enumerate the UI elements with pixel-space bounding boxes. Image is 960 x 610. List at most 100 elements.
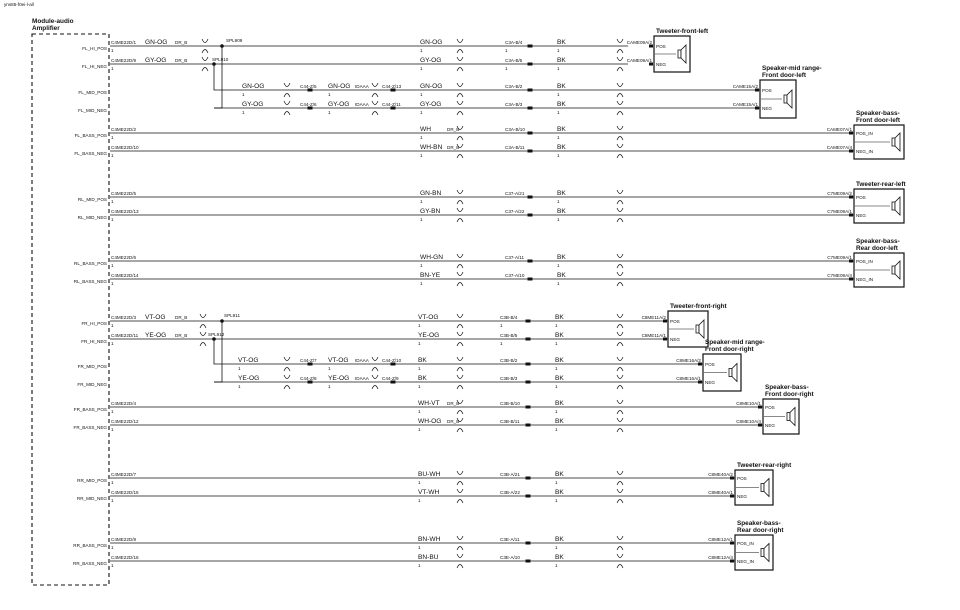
wire-label: C3E-A/11 xyxy=(500,537,520,542)
speaker-pin-label: NEG xyxy=(762,106,772,111)
module-pin-label: FR_MID_POS xyxy=(78,364,107,369)
splice-branch xyxy=(213,64,233,91)
wire-label: VT-OG xyxy=(328,357,349,364)
speaker-pin-label: NEG xyxy=(737,494,747,499)
speaker-connector-id: CAME09A/1 xyxy=(627,58,653,63)
speaker-pin-mark xyxy=(698,380,702,384)
wire-segment-number: 1 xyxy=(420,66,423,71)
inline-connector-symbol xyxy=(616,189,624,205)
wire-segment-number: 1 xyxy=(418,366,421,371)
splice-branch xyxy=(213,339,233,365)
speaker-pin-label: POS xyxy=(670,319,680,324)
speaker-title: Front door-right xyxy=(765,391,814,398)
wire-segment-number: 1 xyxy=(557,110,560,115)
splice-label: SPL911 xyxy=(224,313,240,318)
connector-pin-mark xyxy=(527,259,533,263)
wire-label: YE-OG xyxy=(418,332,439,339)
inline-connector-symbol xyxy=(456,38,464,54)
wire-segment-number: 1 xyxy=(420,199,423,204)
wire-label: DR_B xyxy=(447,127,459,132)
wire-segment-number: 1 xyxy=(418,384,421,389)
speaker: Speaker-bass-Front door-rightPOSC8ME10A/… xyxy=(736,384,814,435)
module-pin-label: RL_BASS_POS xyxy=(74,261,107,266)
speaker-connector-id: C8ME10A/1 xyxy=(736,401,761,406)
speaker-pin-label: POS xyxy=(705,362,715,367)
wire-segment-number: 1 xyxy=(555,480,558,485)
inline-connector-symbol xyxy=(283,374,291,390)
inline-connector-symbol xyxy=(456,331,464,347)
speaker: Tweeter-rear-leftPOSC7ME09A/2NEGC7ME09A/… xyxy=(827,181,906,224)
speaker-pin-mark xyxy=(698,362,702,366)
wire-segment-number: 1 xyxy=(328,366,331,371)
inline-connector-symbol xyxy=(283,100,291,116)
wire-label: BK xyxy=(557,208,566,215)
speaker-title: Speaker-bass- xyxy=(737,520,781,527)
inline-connector-symbol xyxy=(199,331,207,347)
speaker-cone-icon xyxy=(731,362,738,383)
splice-label: SPL909 xyxy=(226,38,243,43)
speaker-pin-label: POS xyxy=(656,44,666,49)
wire-label: BK xyxy=(555,357,564,364)
inline-connector-symbol xyxy=(199,313,207,329)
wire-segment-number: 1 xyxy=(505,48,508,53)
speaker-cone-icon xyxy=(786,89,793,109)
inline-connector-symbol xyxy=(616,56,624,72)
speaker-icon xyxy=(783,94,788,104)
splice-label: SPL912 xyxy=(208,332,225,337)
wire-label: DR_B xyxy=(175,40,187,45)
speaker-title: Speaker-bass- xyxy=(856,110,900,117)
splice: SPL910 xyxy=(212,57,233,91)
inline-connector-symbol xyxy=(616,271,624,287)
wire-label: BK xyxy=(557,254,566,261)
wire-segment-number: 1 xyxy=(418,427,421,432)
wire-label: YE-OG xyxy=(328,375,349,382)
wire-pin-number: 1 xyxy=(111,263,114,268)
speaker-connector-id: C7ME09A/2 xyxy=(827,191,852,196)
speaker-connector-id: C8ME11A/2 xyxy=(642,315,667,320)
module-title-line2: Amplifier xyxy=(32,25,60,32)
wire-pin-id: C4ME22D/9 xyxy=(111,58,136,63)
wire-label: BK xyxy=(555,332,564,339)
speaker: Tweeter-front-rightPOSC8ME11A/2NEGC8ME11… xyxy=(642,303,728,348)
wire-segment-number: 1 xyxy=(242,110,245,115)
wire-pin-number: 1 xyxy=(111,217,114,222)
wire-segment-number: 1 xyxy=(420,263,423,268)
speaker-pin-label: NEG_IN xyxy=(856,149,873,154)
speaker-title: Front door-right xyxy=(705,346,754,353)
inline-connector-symbol xyxy=(616,488,624,504)
inline-connector-symbol xyxy=(616,417,624,433)
speaker-pin-mark xyxy=(730,559,734,563)
wire-segment-number: 1 xyxy=(500,323,503,328)
wire-pin-number: 1 xyxy=(111,153,114,158)
wire-label: GY-OG xyxy=(420,101,441,108)
speaker-cone-icon xyxy=(763,542,770,563)
wire-segment-number: 1 xyxy=(555,409,558,414)
speaker-connector-id: C8ME10A/4 xyxy=(736,419,761,424)
inline-connector-symbol xyxy=(201,38,209,54)
inline-connector-symbol xyxy=(456,488,464,504)
wire-segment-number: 1 xyxy=(418,323,421,328)
inline-connector-symbol xyxy=(456,313,464,329)
speaker-pin-label: POS xyxy=(762,88,772,93)
wire-label: BK xyxy=(555,418,564,425)
speaker-pin-mark xyxy=(649,44,653,48)
speaker-icon xyxy=(891,201,896,211)
wire-segment-number: 1 xyxy=(420,110,423,115)
wire-label: GY-OG xyxy=(145,57,166,64)
module-pin-label: RL_MID_NEG xyxy=(78,215,108,220)
wire-segment-number: 1 xyxy=(555,366,558,371)
wire-segment-number: 1 xyxy=(242,92,245,97)
wire-label: GN-OG xyxy=(242,83,264,90)
speaker-pin-label: POS xyxy=(765,405,775,410)
wire-pin-number: 1 xyxy=(111,281,114,286)
module-pin-label: FL_HI_NEG xyxy=(82,64,107,69)
inline-connector-symbol xyxy=(456,189,464,205)
wire-segment-number: 1 xyxy=(555,563,558,568)
wire-segment-number: 1 xyxy=(328,384,331,389)
speaker-pin-label: NEG_IN xyxy=(856,277,873,282)
module-pin-label: FL_BASS_POS xyxy=(75,133,107,138)
wire-segment-number: 1 xyxy=(420,48,423,53)
inline-connector-symbol xyxy=(456,356,464,372)
